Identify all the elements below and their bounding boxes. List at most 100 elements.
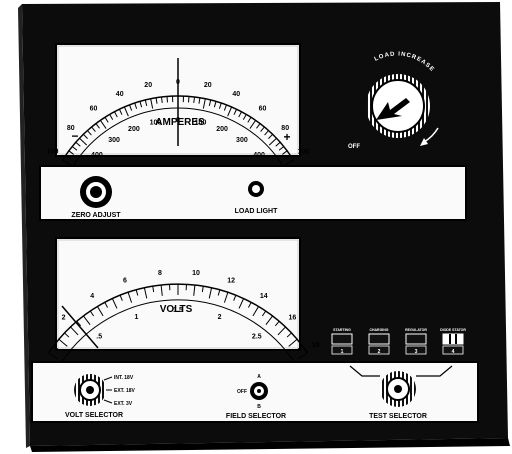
- test-button-key[interactable]: [368, 333, 390, 345]
- field-b-label: B: [257, 404, 261, 410]
- ammeter-unit-label: AMPERES: [155, 117, 205, 128]
- test-button-4[interactable]: DIODE STATOR 4: [440, 328, 466, 355]
- knob-pointer-icon: [376, 98, 410, 120]
- ammeter-inner-label: 100: [150, 119, 162, 126]
- test-button-number: 4: [452, 349, 455, 355]
- voltmeter-mid-label: .5: [96, 334, 102, 341]
- ammeter-outer-label: 40: [232, 91, 240, 98]
- voltmeter-unit-label: VOLTS: [160, 304, 193, 315]
- ammeter-tick: [284, 159, 294, 166]
- increase-arrow-icon: [420, 138, 428, 146]
- voltmeter-tick: [160, 284, 163, 296]
- voltmeter-tick: [127, 292, 133, 303]
- ammeter-tick: [268, 133, 273, 139]
- test-button-key[interactable]: [442, 333, 464, 345]
- voltmeter-tick: [82, 315, 91, 326]
- voltmeter-tick: [274, 320, 280, 327]
- ammeter-tick: [260, 126, 265, 132]
- voltmeter-tick: [217, 289, 221, 296]
- voltmeter-tick: [277, 326, 286, 336]
- ammeter: 10080604020020406080100 5004003002001000…: [47, 43, 309, 177]
- ammeter-plus-sign: +: [283, 130, 290, 144]
- ammeter-tick: [68, 150, 74, 155]
- ammeter-outer-label: 40: [116, 91, 124, 98]
- voltmeter-mid-label: 1.5: [173, 307, 183, 314]
- ammeter-inner-label: 200: [216, 126, 228, 133]
- voltmeter-tick: [104, 302, 109, 308]
- test-button-3[interactable]: REGULATOR 3: [405, 328, 427, 355]
- ammeter-tick: [83, 133, 88, 139]
- voltmeter-tick: [193, 284, 196, 296]
- test-button-key[interactable]: [405, 333, 427, 345]
- ammeter-tick: [150, 98, 154, 109]
- ammeter-tick: [87, 130, 92, 136]
- ammeter-tick: [256, 123, 261, 129]
- ammeter-tick: [208, 99, 212, 106]
- ammeter-tick: [242, 114, 247, 120]
- load-increase-control[interactable]: LOAD INCREASE OFF: [338, 44, 454, 160]
- test-button-key[interactable]: [331, 333, 353, 345]
- voltmeter-mid-label: 2: [218, 314, 222, 321]
- voltmeter-top-label: 6: [123, 278, 127, 285]
- ammeter-tick: [65, 154, 71, 160]
- voltmeter-top-label: 8: [158, 270, 162, 277]
- ammeter-tick: [79, 137, 88, 146]
- voltmeter-tick: [48, 352, 59, 360]
- ammeter-tick: [238, 111, 242, 118]
- voltmeter-top-label: 16: [289, 315, 297, 322]
- ammeter-tick: [268, 137, 277, 146]
- ammeter-tick: [161, 96, 163, 104]
- voltmeter-tick: [247, 302, 252, 308]
- ammeter-outer-label: 20: [204, 82, 212, 89]
- voltmeter-tick: [208, 287, 213, 299]
- field-selector-label: FIELD SELECTOR: [226, 413, 286, 420]
- test-button-caption: DIODE STATOR: [440, 328, 466, 332]
- ammeter-tick: [233, 109, 238, 115]
- ammeter-inner-label: 400: [91, 152, 103, 159]
- voltmeter-mid-label: 2.5: [252, 334, 262, 341]
- ammeter-tick: [155, 97, 158, 104]
- ammeter-tick: [202, 98, 206, 109]
- ammeter-tick: [62, 159, 72, 166]
- voltmeter-tick: [70, 326, 79, 336]
- voltmeter-tick: [238, 298, 245, 309]
- ammeter-inner-label: 300: [236, 137, 248, 144]
- voltmeter-tick: [96, 306, 104, 317]
- ammeter-outer-label: 20: [144, 82, 152, 89]
- voltmeter-tick: [261, 310, 267, 317]
- voltmeter-top-label: 14: [260, 293, 268, 300]
- voltmeter-tick: [58, 338, 68, 347]
- ammeter-tick: [144, 99, 148, 106]
- ammeter-tick: [285, 154, 291, 160]
- zero-adjust-label: ZERO ADJUST: [71, 212, 121, 219]
- test-button-caption: STARTING: [333, 328, 351, 332]
- voltmeter-tick: [297, 345, 303, 350]
- ammeter-tick: [99, 120, 107, 129]
- test-button-number: 3: [415, 349, 418, 355]
- ammeter-tick: [198, 97, 201, 104]
- voltmeter-tick: [53, 345, 59, 350]
- voltmeter-mid-label: 1: [134, 314, 138, 321]
- voltmeter-tick: [64, 332, 70, 338]
- voltmeter-top-label: 4: [90, 293, 94, 300]
- ammeter-outer-label: 100: [47, 149, 59, 156]
- voltmeter-tick: [152, 285, 155, 293]
- voltmeter-top-label: 10: [192, 270, 200, 277]
- ammeter-tick: [282, 150, 288, 155]
- ammeter-inner-label: 400: [253, 152, 265, 159]
- ammeter-tick: [75, 141, 81, 147]
- volt-option-ext-3v: EXT. 3V: [114, 401, 133, 407]
- voltmeter-tick: [223, 292, 229, 303]
- ammeter-tick: [109, 114, 114, 120]
- test-button-caption: REGULATOR: [405, 328, 427, 332]
- ammeter-tick: [134, 102, 138, 109]
- ammeter-tick: [193, 96, 195, 104]
- field-off-label: OFF: [237, 389, 247, 395]
- ammeter-tick: [114, 111, 118, 118]
- field-a-label: A: [257, 374, 261, 380]
- voltmeter-tick: [286, 332, 292, 338]
- ammeter-inner-label: 100: [195, 119, 207, 126]
